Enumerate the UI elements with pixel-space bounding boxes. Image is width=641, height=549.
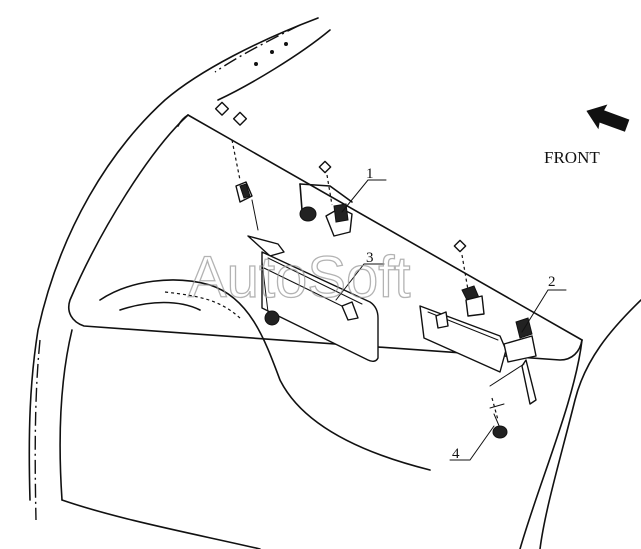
left-holder [235, 181, 259, 231]
part-2-right-visor [419, 285, 537, 405]
part-3-left-visor [247, 235, 379, 363]
clip-square [318, 160, 332, 174]
clip-square [214, 101, 230, 116]
front-direction-label: FRONT [544, 148, 600, 167]
screw-head [264, 310, 280, 326]
cab-outline [28, 17, 641, 549]
clip-square [232, 111, 248, 126]
callout-leaders [335, 179, 567, 461]
roof-hole [270, 50, 274, 54]
part-4-screw [489, 397, 508, 439]
roof-hole [254, 62, 258, 66]
clip-markers [214, 101, 469, 291]
watermark-text: AutoSoft [188, 245, 410, 310]
callout-2-label: 2 [548, 274, 556, 290]
callout-3-label: 3 [366, 250, 374, 266]
callout-4-label: 4 [452, 446, 460, 462]
clip-square [453, 239, 467, 253]
front-arrow-icon [586, 104, 630, 132]
callout-1-label: 1 [366, 166, 374, 182]
roof-hole [284, 42, 288, 46]
